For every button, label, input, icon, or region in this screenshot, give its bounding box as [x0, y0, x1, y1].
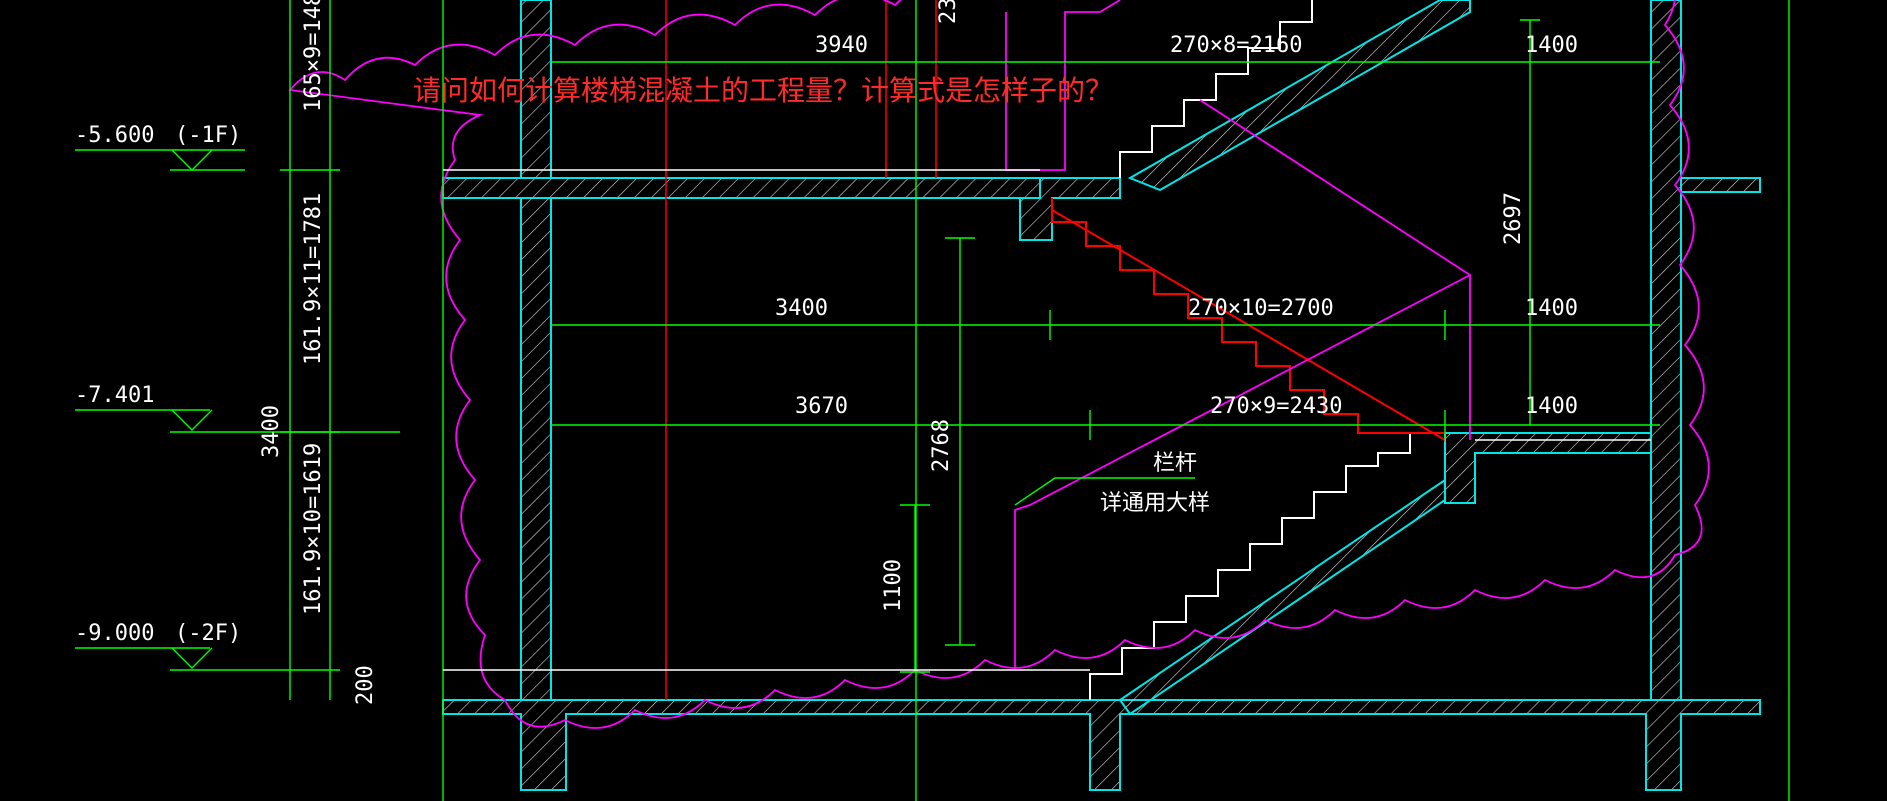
dim-run-2: 270×10=2700 — [1188, 296, 1334, 321]
dim-span-1: 3940 — [815, 33, 868, 58]
middle-flight-red-steps — [1051, 198, 1445, 434]
lower-handrail — [1014, 274, 1471, 670]
upper-flight-steps — [1119, 0, 1313, 178]
dim-landing-1: 1400 — [1525, 33, 1578, 58]
left-wall-lower — [520, 197, 552, 701]
dimension-ticks — [280, 19, 1540, 673]
upper-landing-slab — [1019, 177, 1121, 241]
handrail-lines — [1005, 0, 1471, 670]
lower-flight-slab — [1118, 478, 1446, 716]
bottom-floor-slab — [442, 699, 1761, 791]
right-wall — [1650, 0, 1682, 701]
railing-detail-label: 详通用大样 — [1100, 491, 1210, 516]
dim-label-base: 200 — [353, 665, 378, 705]
dim-span-2: 3400 — [775, 296, 828, 321]
dimension-lines — [75, 0, 1790, 801]
upper-flight-slab — [1127, 0, 1471, 192]
railing-annotation: 栏杆 详通用大样 — [1100, 451, 1210, 516]
horizontal-dimension-labels: 3940 270×8=2160 1400 3400 270×10=2700 14… — [775, 33, 1578, 419]
level-labels: -5.600 (-1F) -7.401 -9.000 (-2F) — [75, 123, 241, 646]
upper-handrail — [1005, 0, 1121, 171]
railing-leader — [1014, 477, 1195, 506]
left-wall — [520, 0, 552, 179]
dim-label-1100: 1100 — [881, 559, 906, 612]
level-marker-3 — [75, 647, 280, 671]
dim-run-3: 270×9=2430 — [1210, 394, 1342, 419]
lower-flight-steps — [1089, 432, 1445, 700]
upper-floor-slab — [442, 177, 1041, 199]
railing-label: 栏杆 — [1153, 451, 1197, 476]
dim-span-3: 3670 — [795, 394, 848, 419]
dim-label-top: 165×9=1485 — [301, 0, 326, 112]
dim-landing-2: 1400 — [1525, 296, 1578, 321]
floor-lines — [443, 169, 1651, 671]
revision-cloud — [288, 0, 1710, 729]
middle-handrail — [1199, 99, 1471, 440]
level-elevation-3: -9.000 — [75, 621, 154, 646]
vertical-dimension-labels: 165×9=1485 161.9×11=1781 161.9×10=1619 3… — [259, 0, 1526, 705]
dim-label-2768: 2768 — [929, 419, 954, 472]
level-marker-1 — [75, 149, 245, 171]
level-elevation-1: -5.600 — [75, 123, 154, 148]
question-text: 请问如何计算楼梯混凝土的工程量？计算式是怎样子的？ — [413, 74, 1113, 107]
level-floor-1: (-1F) — [175, 123, 241, 148]
right-floor-slab — [1680, 177, 1761, 193]
dim-label-bottom: 161.9×10=1619 — [301, 443, 326, 615]
dim-label-right: 2697 — [1501, 192, 1526, 245]
dim-label-total: 3400 — [259, 405, 284, 458]
dim-label-partial-top: 23 — [936, 0, 961, 24]
dim-run-1: 270×8=2160 — [1170, 33, 1302, 58]
dim-landing-3: 1400 — [1525, 394, 1578, 419]
dim-label-middle: 161.9×11=1781 — [301, 193, 326, 365]
level-marker-2 — [75, 409, 400, 433]
mid-landing-slab — [1444, 432, 1652, 504]
red-reference-lines — [665, 0, 937, 700]
level-elevation-2: -7.401 — [75, 383, 154, 408]
level-floor-3: (-2F) — [175, 621, 241, 646]
concrete-hatching — [442, 0, 1761, 791]
